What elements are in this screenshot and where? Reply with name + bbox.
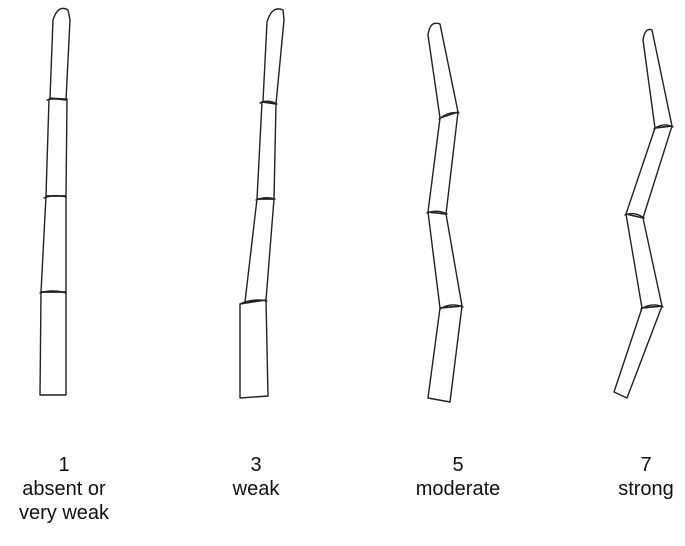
label-7: 7 strong (576, 453, 685, 501)
score-3: 3 (186, 453, 326, 477)
label-3: 3 weak (186, 453, 326, 501)
score-7: 7 (576, 453, 685, 477)
desc-3: weak (186, 477, 326, 501)
desc-1-line-2: very weak (0, 501, 134, 525)
desc-5: moderate (388, 477, 528, 501)
desc-1-line-1: absent or (0, 477, 134, 501)
desc-7: strong (576, 477, 685, 501)
score-1: 1 (0, 453, 134, 477)
label-5: 5 moderate (388, 453, 528, 501)
score-5: 5 (388, 453, 528, 477)
label-1: 1 absent or very weak (0, 453, 134, 525)
